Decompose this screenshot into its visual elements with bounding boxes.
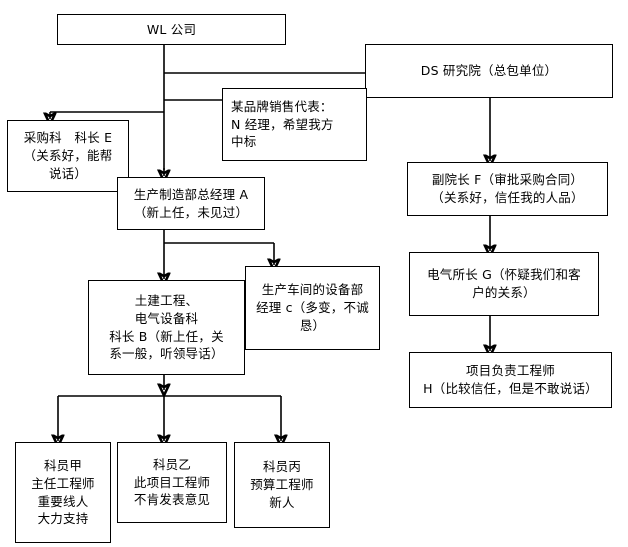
node-workshop-equipment-mgr-c-line-1: 生产车间的设备部	[261, 282, 364, 298]
node-project-engineer-h: 项目负责工程师 H（比较信任，但是不敢说话）	[409, 352, 612, 408]
node-civil-electrical-chief-b-line-3: 科长 B（新上任，关	[109, 328, 224, 344]
node-vice-dean-f-line-2: （关系好，信任我的人品）	[431, 190, 584, 205]
node-wl-company: WL 公司	[57, 14, 286, 45]
node-workshop-equipment-mgr-c-line-2: 经理 c（多变，不诚	[256, 300, 369, 316]
node-clerk-yi-line-2: 此项目工程师	[133, 474, 211, 490]
node-wl-company-line-1: WL 公司	[146, 21, 197, 37]
node-brand-sales-rep-line-1: 某品牌销售代表：	[231, 98, 333, 114]
node-electrical-director-g: 电气所长 G（怀疑我们和客户的关系）	[409, 252, 599, 316]
node-purchasing-chief-e-line-2: （关系好，能帮	[23, 148, 113, 164]
node-vice-dean-f-line-1: 副院长 F（审批采购合同）	[431, 172, 584, 188]
node-manufacturing-gm-a-line-2: （新上任，未见过）	[133, 204, 249, 220]
node-workshop-equipment-mgr-c-line-3: 恳）	[299, 317, 326, 333]
node-purchasing-chief-e-line-3: 说话）	[48, 165, 88, 181]
node-clerk-jia-line-1: 科员甲	[43, 458, 83, 473]
node-clerk-bing-line-2: 预算工程师	[250, 477, 314, 493]
node-manufacturing-gm-a: 生产制造部总经理 A （新上任，未见过）	[117, 177, 265, 230]
node-clerk-yi: 科员乙此项目工程师不肯发表意见	[117, 442, 227, 523]
node-civil-electrical-chief-b-line-4: 系一般，听领导话）	[109, 346, 224, 362]
node-project-engineer-h-line-2: H（比较信任，但是不敢说话）	[423, 381, 598, 396]
node-clerk-jia-line-2: 主任工程师	[31, 475, 95, 491]
node-clerk-bing-line-1: 科员丙	[262, 459, 302, 475]
node-clerk-bing: 科员丙预算工程师新人	[234, 442, 330, 528]
node-brand-sales-rep: 某品牌销售代表： N 经理，希望我方中标	[222, 88, 367, 161]
node-ds-institute: DS 研究院（总包单位）	[365, 44, 613, 98]
node-clerk-jia-line-3: 重要线人	[37, 493, 89, 509]
node-purchasing-chief-e: 采购科 科长 E （关系好，能帮说话）	[7, 120, 129, 192]
node-project-engineer-h-line-1: 项目负责工程师	[466, 363, 555, 379]
node-electrical-director-g-line-1: 电气所长 G（怀疑我们和客	[427, 267, 581, 283]
node-vice-dean-f: 副院长 F（审批采购合同） （关系好，信任我的人品）	[407, 162, 608, 216]
node-clerk-jia: 科员甲主任工程师重要线人大力支持	[15, 442, 111, 543]
node-clerk-yi-line-3: 不肯发表意见	[133, 492, 211, 508]
node-civil-electrical-chief-b-line-2: 电气设备科	[134, 310, 199, 326]
node-brand-sales-rep-line-3: 中标	[231, 134, 257, 150]
node-civil-electrical-chief-b-line-1: 土建工程、	[134, 293, 199, 308]
node-purchasing-chief-e-line-1: 采购科 科长 E	[23, 130, 113, 146]
node-electrical-director-g-line-2: 户的关系）	[472, 285, 536, 300]
node-brand-sales-rep-line-2: N 经理，希望我方	[231, 116, 334, 132]
node-clerk-jia-line-4: 大力支持	[37, 511, 89, 527]
node-manufacturing-gm-a-line-1: 生产制造部总经理 A	[133, 186, 249, 202]
node-clerk-yi-line-1: 科员乙	[152, 456, 192, 472]
node-ds-institute-line-1: DS 研究院（总包单位）	[420, 63, 558, 79]
node-workshop-equipment-mgr-c: 生产车间的设备部经理 c（多变，不诚恳）	[245, 266, 380, 350]
node-civil-electrical-chief-b: 土建工程、电气设备科科长 B（新上任，关系一般，听领导话）	[88, 280, 245, 375]
node-clerk-bing-line-3: 新人	[269, 494, 295, 510]
